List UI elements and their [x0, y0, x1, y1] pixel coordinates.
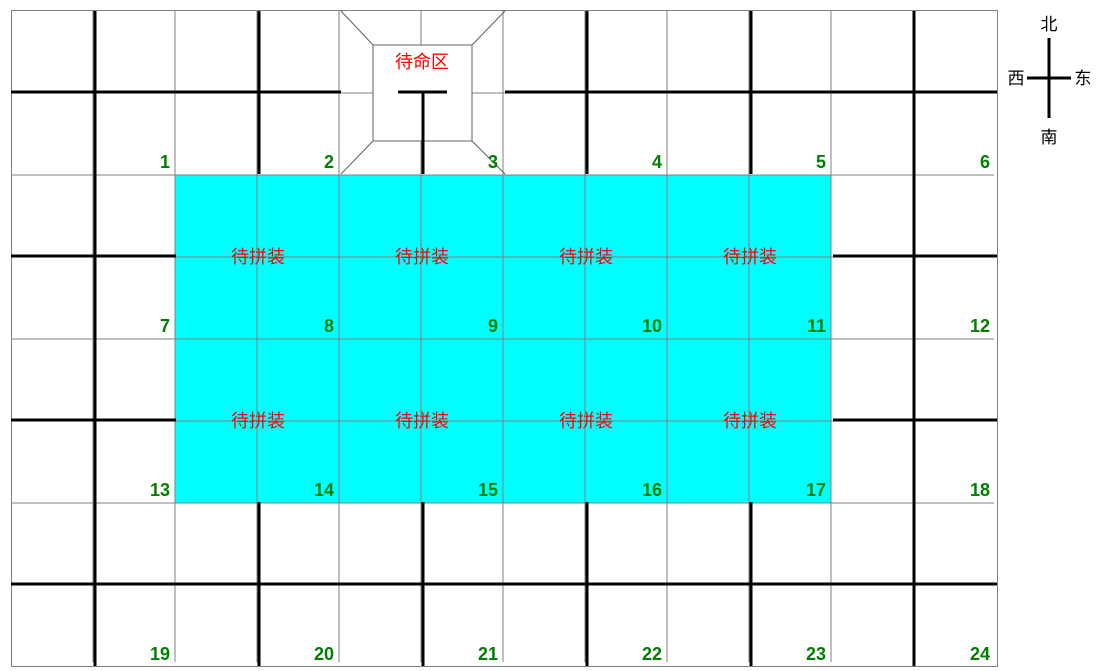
cell-number: 8 [324, 316, 334, 336]
cell-number: 17 [806, 480, 826, 500]
cell-number: 4 [652, 152, 662, 172]
cell-number: 13 [150, 480, 170, 500]
compass-west-label: 西 [1008, 69, 1025, 89]
cell-status-label: 待拼装 [559, 411, 613, 432]
cell-number: 19 [150, 644, 170, 664]
cell-number: 7 [160, 316, 170, 336]
cell-number: 15 [478, 480, 498, 500]
standby-corner-line [471, 10, 506, 46]
compass-south-label: 南 [1041, 128, 1058, 148]
cell-status-label: 待拼装 [395, 411, 449, 432]
cell-number: 23 [806, 644, 826, 664]
standby-corner-line [471, 140, 506, 175]
standby-corner-line [340, 140, 374, 175]
cell-number: 3 [488, 152, 498, 172]
cell-number: 18 [970, 480, 990, 500]
cell-number: 1 [160, 152, 170, 172]
cell-status-label: 待拼装 [231, 247, 285, 268]
cell-number: 12 [970, 316, 990, 336]
standby-corner-line [340, 10, 374, 46]
cell-number: 5 [816, 152, 826, 172]
cell-status-label: 待拼装 [559, 247, 613, 268]
cell-status-label: 待拼装 [231, 411, 285, 432]
standby-area: 待命区 [340, 10, 506, 175]
cell-number: 24 [970, 644, 990, 664]
cell-number: 11 [807, 316, 826, 336]
cell-number: 9 [488, 316, 498, 336]
cell-status-label: 待拼装 [723, 247, 777, 268]
cell-number: 10 [642, 316, 662, 336]
cell-status-label: 待拼装 [723, 411, 777, 432]
cell-number: 16 [642, 480, 662, 500]
cell-number: 2 [324, 152, 334, 172]
standby-area-label: 待命区 [395, 52, 449, 73]
cell-number: 6 [980, 152, 990, 172]
cell-status-label: 待拼装 [395, 247, 449, 268]
compass-north-label: 北 [1041, 15, 1058, 35]
thick-divider-lines [11, 11, 997, 666]
compass: 北 南 东 西 [1008, 15, 1092, 148]
thin-grid-lines [11, 11, 994, 662]
cell-number: 14 [314, 480, 334, 500]
compass-east-label: 东 [1075, 69, 1092, 89]
cell-number: 22 [642, 644, 662, 664]
cell-number: 21 [478, 644, 498, 664]
cell-number: 20 [314, 644, 334, 664]
